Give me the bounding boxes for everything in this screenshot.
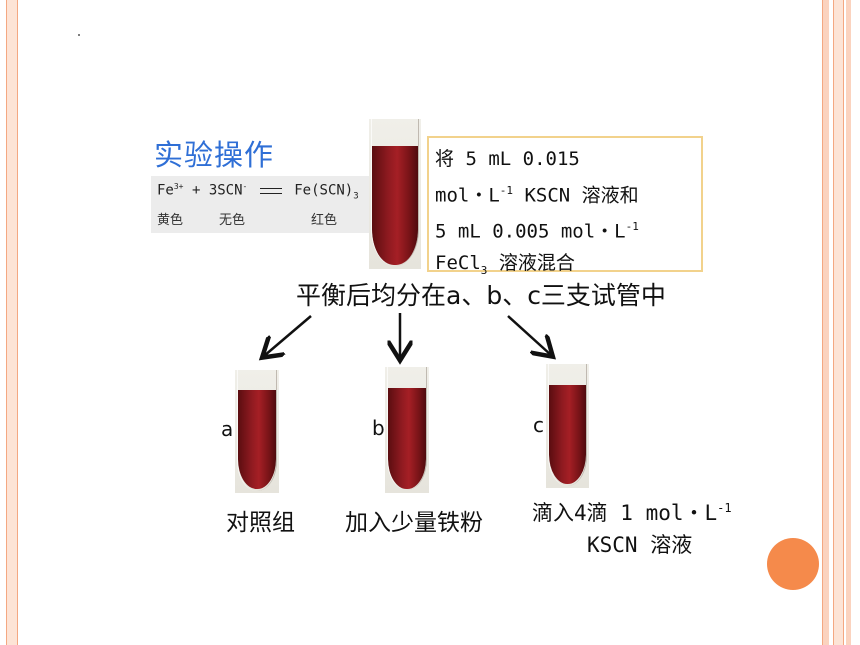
tube-letter-c: c	[533, 413, 544, 437]
right-decorative-stripe	[833, 0, 844, 645]
eq-reactant1-charge: 3+	[173, 182, 184, 191]
eq-label-red: 红色	[311, 213, 338, 228]
info-line-2: mol・L-1 KSCN 溶液和	[435, 184, 639, 207]
procedure-info-box: 将 5 mL 0.015 mol・L-1 KSCN 溶液和 5 mL 0.005…	[427, 136, 703, 276]
info-line-4: FeCl3 溶液混合	[435, 251, 575, 277]
eq-plus: +	[191, 182, 201, 199]
right-decorative-stripe	[822, 0, 829, 645]
arrow-to-c-icon	[507, 315, 551, 355]
dot-mark	[78, 34, 80, 36]
equilibrium-equation: Fe3+ + 3SCN- Fe(SCN)3 黄色 无色 红色	[151, 176, 369, 233]
test-tube-b-image	[385, 367, 429, 493]
equilibrium-arrow-icon	[259, 186, 282, 196]
decorative-orange-circle	[767, 538, 819, 590]
tube-letter-b: b	[372, 416, 385, 440]
distribution-instruction: 平衡后均分在a、b、c三支试管中	[296, 281, 666, 310]
eq-reactant2-charge: -	[242, 182, 248, 191]
eq-label-colorless: 无色	[219, 213, 246, 228]
arrow-to-a-icon	[264, 315, 312, 356]
eq-product-sub: 3	[353, 191, 359, 202]
info-line-1: 将 5 mL 0.015	[435, 148, 580, 170]
slide-title: 实验操作	[154, 138, 275, 172]
caption-a: 对照组	[226, 510, 295, 536]
eq-product: Fe(SCN)	[294, 182, 354, 199]
tube-letter-a: a	[221, 417, 234, 441]
left-decorative-border	[6, 0, 18, 645]
test-tube-a-image	[235, 370, 279, 493]
main-test-tube-image	[369, 119, 421, 269]
eq-label-yellow: 黄色	[157, 213, 184, 228]
eq-reactant2: 3SCN	[208, 182, 243, 199]
info-line-3: 5 mL 0.005 mol・L-1	[435, 220, 639, 243]
test-tube-c-image	[546, 364, 589, 488]
caption-b: 加入少量铁粉	[345, 510, 483, 536]
right-decorative-stripe	[846, 0, 851, 645]
caption-c: 滴入4滴 1 mol・L-1 KSCN 溶液	[532, 501, 732, 557]
eq-reactant1: Fe	[157, 182, 174, 199]
